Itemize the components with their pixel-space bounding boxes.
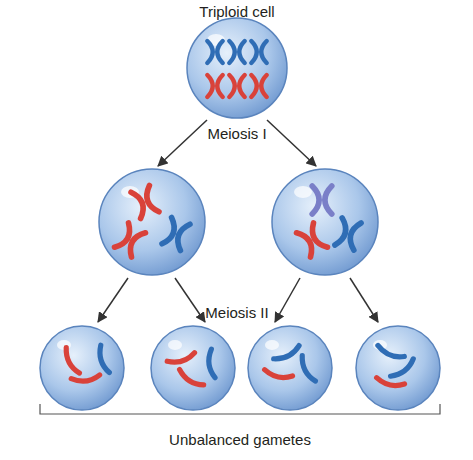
stage-label: Meiosis I <box>207 125 266 143</box>
chromosome <box>162 217 190 250</box>
division-arrow <box>350 278 378 322</box>
chromatid <box>274 344 301 363</box>
cell-heading: Triploid cell <box>167 3 307 21</box>
triploid-cell <box>187 18 287 118</box>
chromatid <box>207 349 217 378</box>
chromatid <box>167 351 196 365</box>
cell-membrane <box>187 18 287 118</box>
chromosome <box>297 223 328 257</box>
division-arrow <box>98 278 128 322</box>
chromosome <box>229 41 244 63</box>
chromatid <box>62 348 81 375</box>
division-arrow <box>175 278 205 322</box>
chromosome <box>229 75 244 97</box>
cell-membrane <box>248 326 332 410</box>
chromosome <box>131 185 159 218</box>
chromosome <box>251 41 266 63</box>
chromosome <box>251 75 266 97</box>
chromatid <box>96 345 110 374</box>
gamete-cell <box>40 326 124 410</box>
gamete-cell <box>151 326 235 410</box>
cell-membrane <box>272 169 378 275</box>
group-label: Unbalanced gametes <box>169 431 311 449</box>
chromatid <box>177 369 204 388</box>
stage-label: Meiosis II <box>205 304 268 322</box>
daughter-cell <box>272 169 378 275</box>
chromosome <box>312 186 332 214</box>
chromosome <box>207 41 222 63</box>
division-arrow <box>275 278 300 322</box>
chromosome <box>335 218 361 250</box>
division-arrow <box>267 120 316 166</box>
chromatid <box>376 378 405 388</box>
cell-membrane <box>99 169 205 275</box>
cell-highlight <box>294 186 312 198</box>
cell-highlight <box>168 340 182 350</box>
cell-membrane <box>40 326 124 410</box>
daughter-cell <box>99 169 205 275</box>
chromatid <box>71 374 100 384</box>
chromosome <box>207 75 222 97</box>
chromosome <box>115 223 146 257</box>
cell-membrane <box>356 326 440 410</box>
cell-node: Triploid cell <box>167 0 307 118</box>
cell-membrane <box>151 326 235 410</box>
cell-highlight <box>265 340 279 350</box>
chromatid <box>264 370 293 380</box>
chromatid <box>376 345 405 359</box>
gamete-cell <box>248 326 332 410</box>
bracket <box>40 404 440 414</box>
gamete-cell <box>356 326 440 410</box>
chromatid <box>298 356 317 383</box>
division-arrow <box>158 120 207 166</box>
chromatid <box>391 358 416 380</box>
